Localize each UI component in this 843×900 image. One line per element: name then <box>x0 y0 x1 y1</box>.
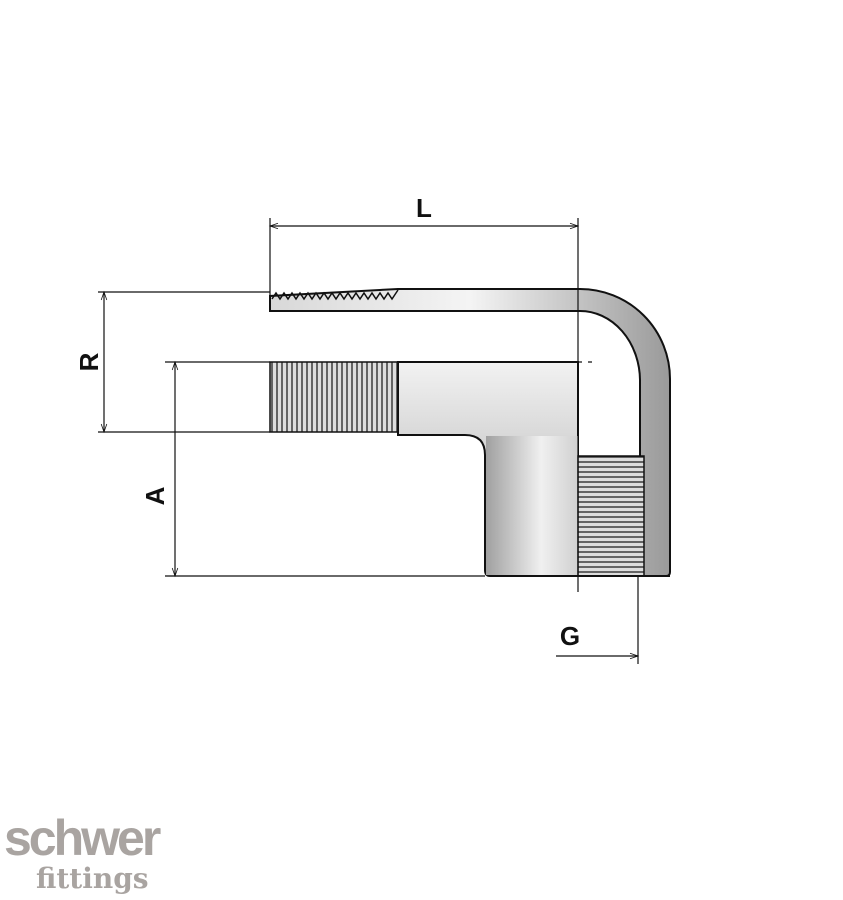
logo-fittings: fittings <box>36 862 149 895</box>
male-thread <box>269 361 399 433</box>
dimension-R-label: R <box>74 352 104 371</box>
top-male-thread-teeth <box>271 289 399 301</box>
inner-body-vertical-shade <box>486 436 578 575</box>
logo-schwer: schwer <box>4 810 161 866</box>
outer-wall <box>269 288 671 577</box>
dimension-A-label: A <box>140 486 170 505</box>
dimension-L-label: L <box>416 193 432 223</box>
dimension-G-label: G <box>560 621 580 651</box>
female-thread <box>577 455 645 577</box>
